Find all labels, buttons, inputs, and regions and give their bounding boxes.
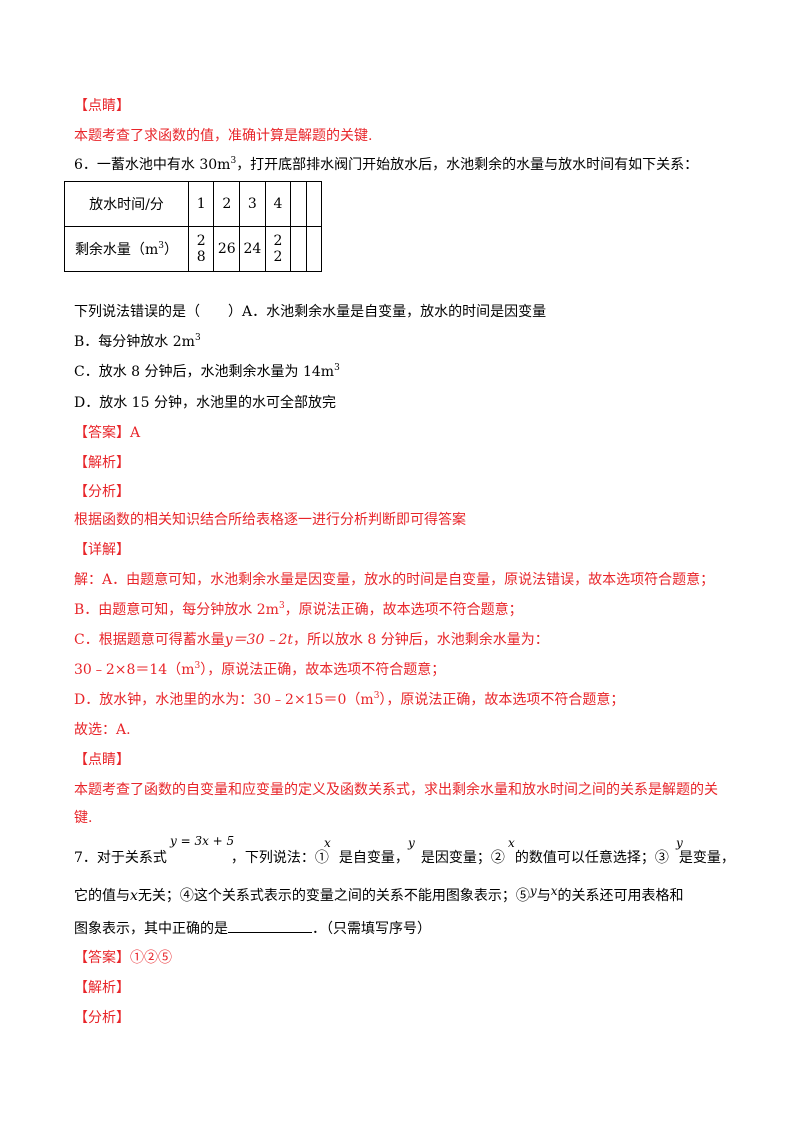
q6-xiangjie-label: 【详解】 bbox=[74, 542, 130, 558]
q7-sup-y: y bbox=[676, 836, 683, 850]
q7-formula: y = 3x + 5 bbox=[170, 834, 235, 848]
table-cell bbox=[290, 181, 307, 227]
table-row-label: 剩余水量（m3） bbox=[64, 226, 189, 272]
answer-blank bbox=[228, 918, 312, 933]
table-cell: 4 bbox=[264, 181, 292, 227]
q7-answer: 【答案】①②⑤ bbox=[74, 950, 172, 966]
q7-line-3: 图象表示，其中正确的是．（只需填写序号） bbox=[74, 918, 431, 939]
table-cell: 1 bbox=[187, 181, 215, 227]
q6-detail-4: 30﹣2×8＝14（m3），原说法正确，故本选项不符合题意； bbox=[74, 661, 446, 678]
q6-dianjing-label: 【点睛】 bbox=[74, 752, 130, 768]
q7-sup-x: x bbox=[324, 836, 331, 850]
q6-option-d: D．放水 15 分钟，水池里的水可全部放完 bbox=[74, 395, 336, 411]
table-cell: 24 bbox=[239, 226, 266, 272]
q6-option-b: B．每分钟放水 2m3 bbox=[74, 333, 201, 350]
q6-detail-6: 故选：A. bbox=[74, 722, 131, 738]
q6-fenxi-label: 【分析】 bbox=[74, 484, 130, 500]
table-cell: 26 bbox=[213, 226, 241, 272]
dianjing-label-1: 【点睛】 bbox=[74, 98, 130, 114]
table-header-label: 放水时间/分 bbox=[64, 181, 189, 227]
table-cell bbox=[305, 181, 323, 227]
q6-jiexi-label: 【解析】 bbox=[74, 455, 130, 471]
q6-detail-1: 解：A．由题意可知，水池剩余水量是因变量，放水的时间是自变量，原说法错误，故本选… bbox=[74, 572, 715, 588]
q6-prompt: 下列说法错误的是（ ）A．水池剩余水量是自变量，放水的时间是因变量 bbox=[74, 304, 547, 320]
table-cell: 2 bbox=[213, 181, 241, 227]
q7-line-2: 它的值与x无关；④这个关系式表示的变量之间的关系不能用图象表示；⑤y与x的关系还… bbox=[74, 884, 684, 904]
q7-jiexi-label: 【解析】 bbox=[74, 980, 130, 996]
table-cell: 3 bbox=[239, 181, 266, 227]
table-cell bbox=[290, 226, 307, 272]
q6-detail-3: C．根据题意可得蓄水量y＝30﹣2t，所以放水 8 分钟后，水池剩余水量为： bbox=[74, 632, 549, 648]
q6-answer: 【答案】A bbox=[74, 425, 141, 441]
q6-summary-1: 本题考查了函数的自变量和应变量的定义及函数关系式，求出剩余水量和放水时间之间的关… bbox=[74, 782, 718, 798]
q6-summary-2: 键. bbox=[74, 810, 93, 826]
q6-option-c: C．放水 8 分钟后，水池剩余水量为 14m3 bbox=[74, 363, 340, 380]
q7-fenxi-label: 【分析】 bbox=[74, 1010, 130, 1026]
table-cell bbox=[305, 226, 323, 272]
q6-detail-2: B．由题意可知，每分钟放水 2m3，原说法正确，故本选项不符合题意； bbox=[74, 601, 523, 618]
q7-sup-x: x bbox=[508, 836, 515, 850]
q6-stem: 6．一蓄水池中有水 30m3，打开底部排水阀门开始放水后，水池剩余的水量与放水时… bbox=[74, 156, 699, 173]
q6-detail-5: D．放水钟，水池里的水为：30﹣2×15＝0（m3），原说法正确，故本选项不符合… bbox=[74, 691, 625, 708]
summary-text-1: 本题考查了求函数的值，准确计算是解题的关键. bbox=[74, 128, 373, 144]
q6-fenxi-text: 根据函数的相关知识结合所给表格逐一进行分析判断即可得答案 bbox=[74, 512, 466, 528]
q7-sup-y: y bbox=[408, 836, 415, 850]
